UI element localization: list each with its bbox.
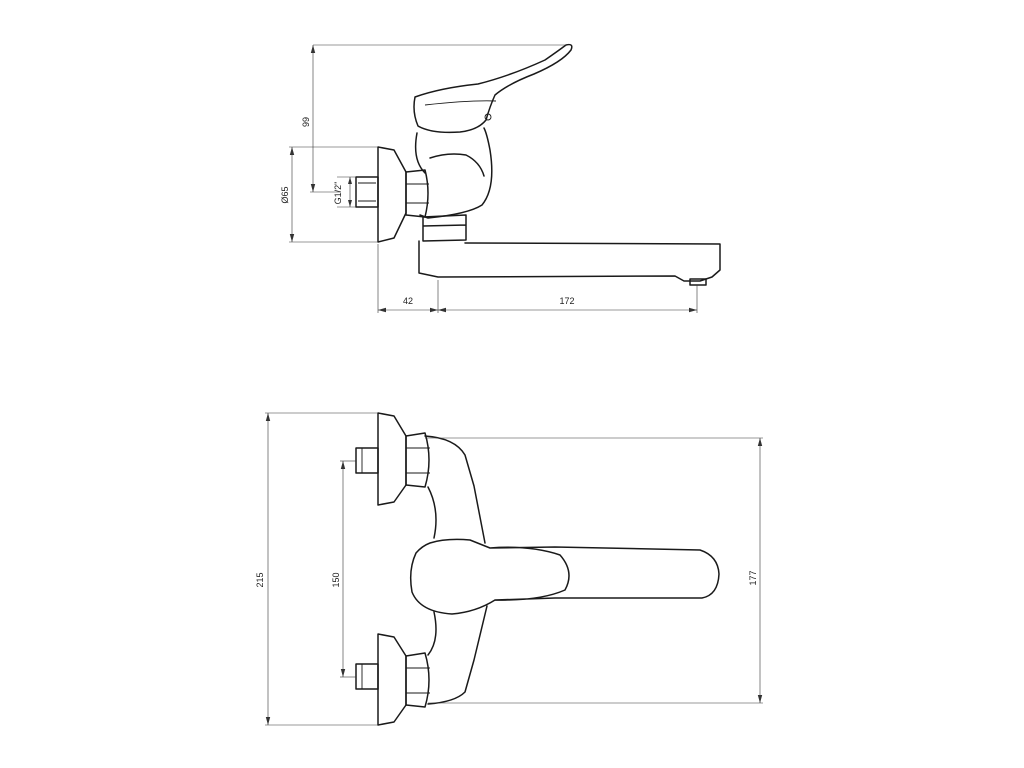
dim-flange-diameter-label: Ø65: [280, 186, 290, 203]
dim-thread-label: G1/2": [333, 182, 343, 205]
side-hex-nut: [405, 169, 429, 218]
side-mixer-body: [414, 127, 493, 219]
side-body-base: [422, 214, 467, 242]
dim-inlet-spacing: 150: [331, 460, 356, 678]
dim-spout-reach-label: 177: [748, 570, 758, 585]
dim-wall-offset-label: 42: [403, 296, 413, 306]
side-inlet-nipple: [355, 176, 379, 208]
dim-spout-length-label: 172: [559, 296, 574, 306]
dim-handle-height-label: 99: [301, 117, 311, 127]
side-wall-flange: [377, 146, 407, 243]
side-lever-handle: [413, 43, 573, 134]
dim-horizontal-side: 42 172: [377, 244, 698, 313]
dim-total-width-label: 215: [255, 572, 265, 587]
dim-spout-reach: 177: [425, 437, 763, 704]
top-lever-handle: [409, 538, 720, 615]
side-view: 99 G1/2" Ø65: [280, 43, 721, 313]
dim-thread: G1/2": [333, 176, 356, 208]
top-view: 215 150 177: [255, 412, 763, 726]
top-mixer-body: [424, 435, 488, 705]
top-upper-inlet: [355, 412, 430, 506]
dim-inlet-spacing-label: 150: [331, 572, 341, 587]
dim-handle-height: 99: [301, 44, 566, 193]
dim-flange-diameter: Ø65: [280, 146, 378, 243]
dim-total-width: 215: [255, 412, 378, 726]
side-spout: [418, 240, 721, 286]
top-lower-inlet: [355, 633, 430, 726]
